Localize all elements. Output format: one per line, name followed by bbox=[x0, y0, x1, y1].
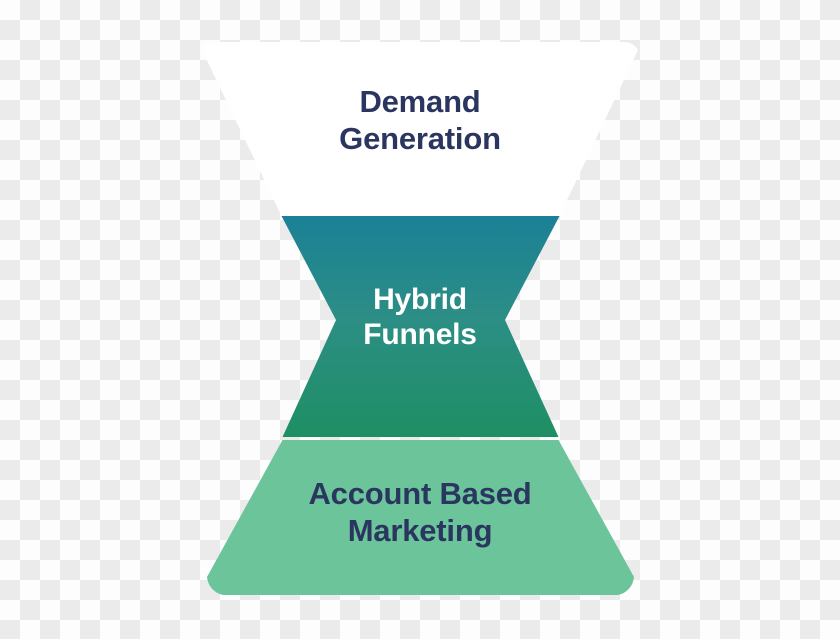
segment-label-demand-generation: Demand Generation bbox=[339, 84, 501, 156]
segment-hybrid-funnels-shape bbox=[281, 216, 560, 437]
segment-label-account-based-marketing: Account Based Marketing bbox=[308, 476, 532, 548]
segment-account-based-marketing-shape bbox=[207, 440, 634, 595]
segment-label-hybrid-funnels: Hybrid Funnels bbox=[363, 283, 477, 352]
segment-demand-generation-shape bbox=[202, 41, 638, 216]
